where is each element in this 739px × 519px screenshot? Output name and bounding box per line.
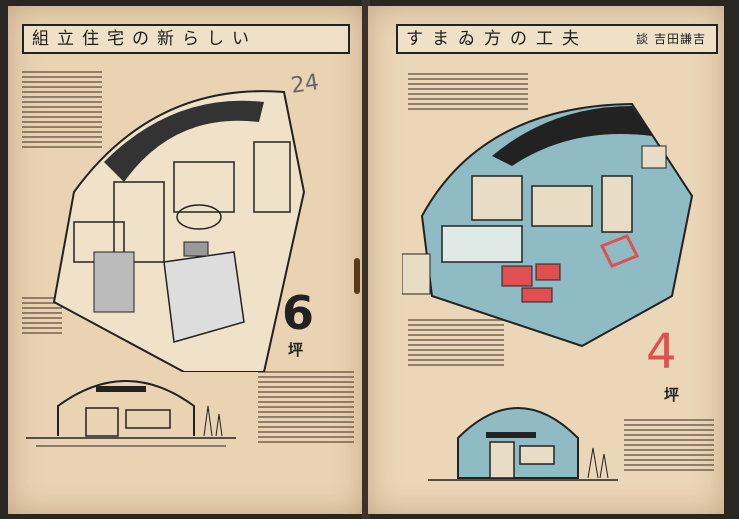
left-body-text-bottom [258, 368, 354, 446]
left-title-text: 組立住宅の新らしい [32, 29, 257, 49]
right-body-text-bottom [624, 416, 714, 474]
left-page-title: 組立住宅の新らしい [22, 24, 350, 54]
book-gutter [362, 0, 370, 519]
right-page: すまゐ方の工夫 談 吉田謙吉 4 坪 [368, 6, 724, 514]
exterior-house-sketch-4 [428, 407, 618, 481]
size-number-4: 4 [646, 324, 677, 380]
left-body-text-top [22, 68, 102, 151]
cutaway-house-illustration-6 [52, 90, 306, 372]
cutaway-house-illustration-4 [402, 102, 694, 348]
size-unit-tsubo-right: 坪 [664, 386, 680, 404]
binding-staple-left [354, 258, 360, 294]
size-unit-tsubo: 坪 [288, 341, 304, 359]
author-credit: 談 吉田謙吉 [636, 32, 706, 46]
left-body-text-middle [22, 294, 62, 337]
right-title-text: すまゐ方の工夫 [406, 29, 588, 49]
right-body-text-top [408, 70, 528, 113]
right-body-text-middle [408, 316, 504, 369]
exterior-house-sketch-6 [26, 380, 236, 447]
right-page-title: すまゐ方の工夫 談 吉田謙吉 [396, 24, 718, 54]
left-page: 組立住宅の新らしい 24 6 坪 [8, 6, 364, 514]
size-number-6: 6 [282, 286, 315, 340]
